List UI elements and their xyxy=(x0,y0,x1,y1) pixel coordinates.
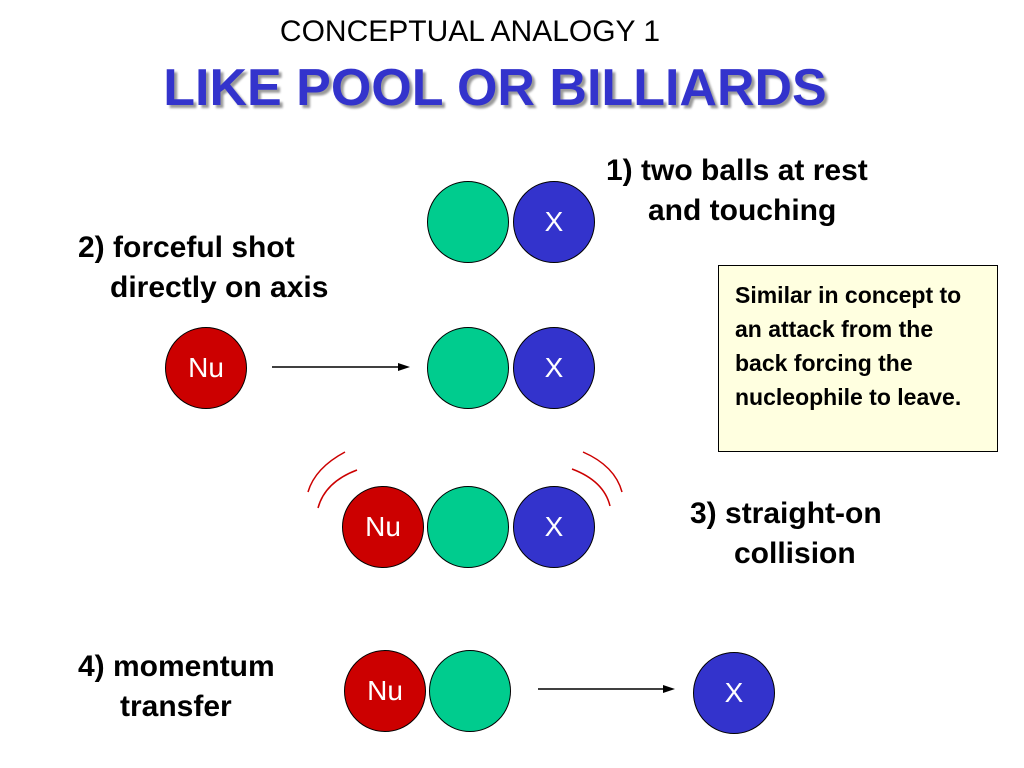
step-3-label: 3) straight-on collision xyxy=(690,494,882,574)
green-ball-step-4 xyxy=(429,650,511,732)
step-4-label: 4) momentum transfer xyxy=(78,647,275,727)
leaving-group-ball-step-1: X xyxy=(513,181,595,263)
nucleophile-ball-step-2: Nu xyxy=(165,327,247,409)
nucleophile-ball-step-4: Nu xyxy=(344,650,426,732)
impact-lines-left xyxy=(307,451,358,509)
note-text: Similar in concept to an attack from the… xyxy=(735,282,962,410)
leaving-group-ball-step-3: X xyxy=(513,486,595,568)
step-3-line-2: collision xyxy=(734,537,856,570)
step-2-line-1: 2) forceful shot xyxy=(78,231,295,264)
step-1-line-1: 1) two balls at rest xyxy=(606,154,868,187)
leaving-group-label: X xyxy=(544,511,564,542)
green-ball-step-2 xyxy=(427,327,509,409)
step-4-line-1: 4) momentum xyxy=(78,650,275,683)
arrow-step-2 xyxy=(272,363,410,371)
step-1-label: 1) two balls at rest and touching xyxy=(606,151,868,231)
nucleophile-label: Nu xyxy=(367,675,403,706)
leaving-group-ball-step-4: X xyxy=(693,652,775,734)
step-2-line-2: directly on axis xyxy=(110,271,329,304)
impact-lines-right xyxy=(571,451,623,507)
step-2-label: 2) forceful shot directly on axis xyxy=(78,228,328,308)
nucleophile-ball-step-3: Nu xyxy=(342,486,424,568)
step-1-line-2: and touching xyxy=(648,194,837,227)
leaving-group-ball-step-2: X xyxy=(513,327,595,409)
leaving-group-label: X xyxy=(544,206,564,237)
leaving-group-label: X xyxy=(724,677,744,708)
subtitle: CONCEPTUAL ANALOGY 1 xyxy=(279,15,661,48)
step-3-line-1: 3) straight-on xyxy=(690,497,882,530)
arrow-step-4 xyxy=(538,685,675,693)
note-box: Similar in concept to an attack from the… xyxy=(718,265,998,452)
page-title: LIKE POOL OR BILLIARDS xyxy=(163,59,827,117)
green-ball-step-1 xyxy=(427,181,509,263)
leaving-group-label: X xyxy=(544,352,564,383)
nucleophile-label: Nu xyxy=(188,352,224,383)
nucleophile-label: Nu xyxy=(365,511,401,542)
step-4-line-2: transfer xyxy=(120,690,232,723)
green-ball-step-3 xyxy=(427,486,509,568)
